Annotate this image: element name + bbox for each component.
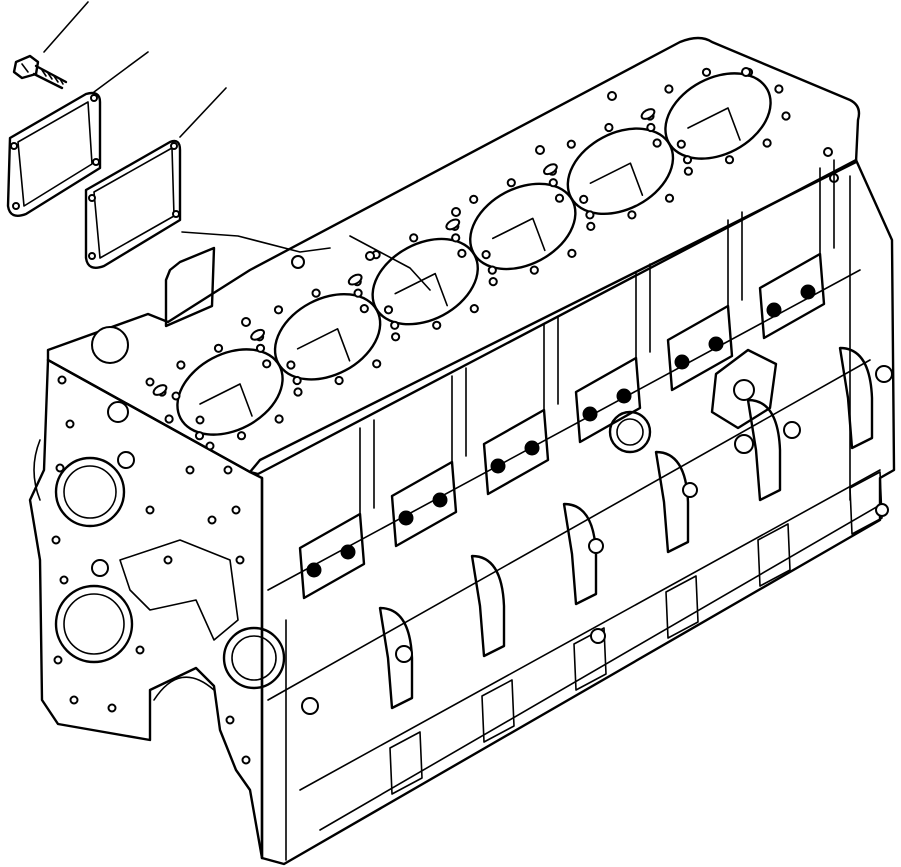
gasket-leader-line xyxy=(179,87,227,138)
deck-hole-4 xyxy=(741,67,751,77)
front-hole-6 xyxy=(53,655,63,665)
gasket-part xyxy=(84,139,182,269)
bolt-part xyxy=(12,54,68,90)
cylinder-bore-1 xyxy=(152,343,303,441)
front-hole-7 xyxy=(69,695,79,705)
main-bearing-bolt-3 xyxy=(398,510,414,526)
front-hole-12 xyxy=(205,441,215,451)
filter-mounting-pad xyxy=(710,348,778,454)
top-deck xyxy=(46,36,861,476)
main-bearing-bolt-1 xyxy=(306,562,322,578)
main-bearing-bolt-9 xyxy=(674,354,690,370)
side-ribs xyxy=(298,159,883,795)
front-hole-15 xyxy=(235,555,245,565)
front-hole-2 xyxy=(65,419,75,429)
front-hole-22 xyxy=(241,755,251,765)
main-bearing-bolt-7 xyxy=(582,406,598,422)
bearing-web-5 xyxy=(666,211,791,587)
cylinder-bore-5 xyxy=(543,122,694,220)
bearing-web-1 xyxy=(298,419,423,795)
deck-hole-3 xyxy=(607,91,617,101)
front-hole-14 xyxy=(231,505,241,515)
cylinder-bore-6 xyxy=(640,67,791,165)
front-hole-17 xyxy=(185,465,195,475)
bearing-web-3 xyxy=(482,315,607,691)
front-hole-13 xyxy=(223,465,233,475)
front-hole-8 xyxy=(107,703,117,713)
front-hole-16 xyxy=(207,515,217,525)
front-face-bolt-holes xyxy=(51,375,251,765)
cylinder-bore-2 xyxy=(250,288,401,386)
cover-plate-part xyxy=(6,91,102,217)
deck-hole-2 xyxy=(241,317,251,327)
bearing-web-2 xyxy=(390,367,515,743)
front-hole-10 xyxy=(171,391,181,401)
front-hole-5 xyxy=(59,575,69,585)
bearing-web-4 xyxy=(574,263,699,639)
bolt-leader-line xyxy=(43,1,89,53)
front-hole-20 xyxy=(135,645,145,655)
front-hole-11 xyxy=(195,415,205,425)
front-hole-1 xyxy=(57,375,67,385)
main-bearing-bolt-5 xyxy=(490,458,506,474)
deck-hole-5 xyxy=(823,147,833,157)
main-bearing-bolt-10 xyxy=(708,336,724,352)
front-hole-3 xyxy=(55,463,65,473)
main-bearing-bolt-4 xyxy=(432,492,448,508)
main-bearing-bolt-6 xyxy=(524,440,540,456)
mounting-pad xyxy=(164,231,431,328)
side-plugs xyxy=(301,365,893,715)
bearing-web-6 xyxy=(758,159,883,535)
front-hole-4 xyxy=(51,535,61,545)
front-hole-21 xyxy=(225,715,235,725)
front-hole-9 xyxy=(145,377,155,387)
main-bearing-bolt-12 xyxy=(800,284,816,300)
front-hole-19 xyxy=(163,555,173,565)
cylinder-bores xyxy=(152,67,791,441)
deck-hole-1 xyxy=(91,326,129,364)
cover-plate-leader-line xyxy=(93,51,149,93)
oil-gallery-port xyxy=(608,410,652,454)
cylinder-bore-4 xyxy=(445,178,596,275)
main-bearing-bolt-11 xyxy=(766,302,782,318)
main-bearing-bolt-8 xyxy=(616,388,632,404)
main-bearing-bolt-2 xyxy=(340,544,356,560)
deck-hole-9 xyxy=(365,251,375,261)
deck-hole-8 xyxy=(451,207,461,217)
deck-hole-7 xyxy=(535,145,545,155)
front-hole-18 xyxy=(145,505,155,515)
